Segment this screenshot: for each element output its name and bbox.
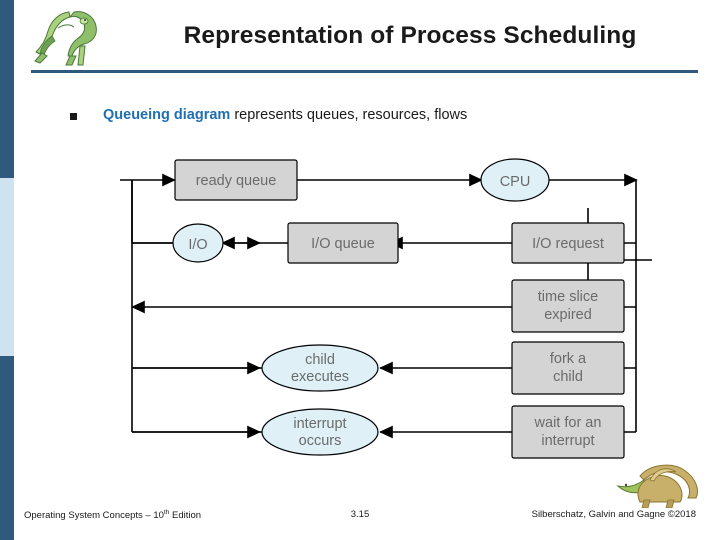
dinosaur-mascot-icon bbox=[610, 456, 706, 509]
sidebar-accent-bar-light bbox=[0, 178, 14, 356]
node-io-label: I/O bbox=[188, 237, 207, 253]
footer-page-number: 3.15 bbox=[350, 509, 370, 520]
node-io-request bbox=[511, 222, 625, 264]
node-child-executes-label-line2: executes bbox=[291, 369, 349, 385]
node-wait-for-an-interrupt-label-line2: interrupt bbox=[541, 433, 594, 449]
bullet-square-icon bbox=[70, 112, 77, 120]
node-child-executes bbox=[261, 344, 379, 392]
node-wait-for-an-interrupt bbox=[511, 405, 625, 459]
footer-left-main: Operating System Concepts – 10 bbox=[24, 510, 164, 522]
node-fork-a-child bbox=[511, 341, 625, 395]
node-cpu-label: CPU bbox=[500, 174, 531, 190]
dinosaur-logo-icon bbox=[22, 6, 108, 68]
title-underline-rule bbox=[31, 70, 698, 73]
page-title: Representation of Process Scheduling bbox=[183, 22, 637, 49]
node-child-executes-label-line1: child bbox=[305, 352, 335, 368]
node-io-queue-label: I/O queue bbox=[311, 236, 375, 252]
node-cpu bbox=[480, 158, 550, 202]
bullet-text: Queueing diagram represents queues, reso… bbox=[103, 107, 467, 123]
node-time-slice-expired bbox=[511, 279, 625, 333]
queueing-diagram: ready queue CPU I/O I/O queue I/O reques… bbox=[112, 150, 652, 470]
bullet-accent-text: Queueing diagram bbox=[103, 107, 231, 123]
node-wait-for-an-interrupt-label-line1: wait for an bbox=[534, 415, 602, 431]
node-time-slice-expired-label-line2: expired bbox=[544, 307, 592, 323]
node-fork-a-child-label-line1: fork a bbox=[550, 351, 587, 367]
footer-left-superscript: th bbox=[163, 509, 170, 516]
node-fork-a-child-label-line2: child bbox=[553, 369, 583, 385]
node-io-request-label: I/O request bbox=[532, 236, 604, 252]
node-time-slice-expired-label-line1: time slice bbox=[538, 289, 598, 305]
bullet-item: Queueing diagram represents queues, reso… bbox=[70, 107, 467, 123]
node-interrupt-occurs bbox=[261, 408, 379, 456]
node-io bbox=[172, 223, 224, 263]
node-interrupt-occurs-label-line1: interrupt bbox=[293, 416, 346, 432]
node-ready-queue bbox=[174, 159, 298, 201]
node-io-queue bbox=[287, 222, 399, 264]
bullet-rest-text: represents queues, resources, flows bbox=[230, 107, 468, 123]
node-ready-queue-label: ready queue bbox=[196, 173, 277, 189]
node-interrupt-occurs-label-line2: occurs bbox=[299, 433, 342, 449]
footer-copyright: Silberschatz, Galvin and Gagne ©2018 bbox=[531, 509, 696, 520]
footer-left-text: Operating System Concepts – 10th Edition bbox=[24, 509, 201, 521]
footer-left-tail: Edition bbox=[169, 510, 202, 522]
footer: Operating System Concepts – 10th Edition… bbox=[0, 509, 720, 523]
